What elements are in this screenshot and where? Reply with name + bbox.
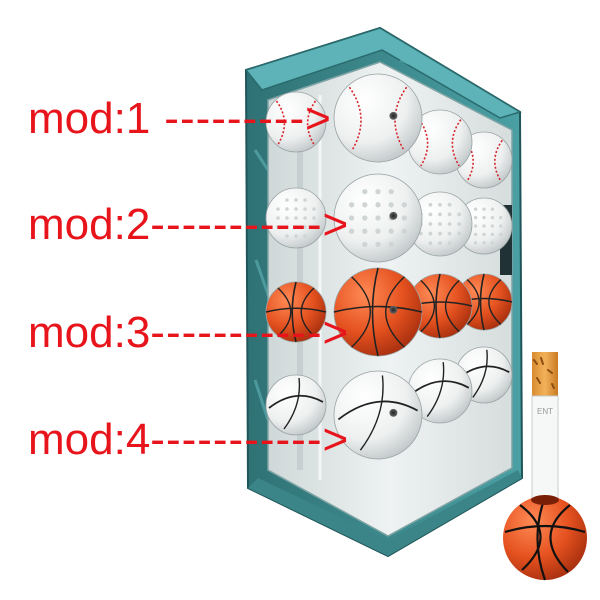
ball-grid <box>265 73 513 460</box>
cigarette-band-text: ENT <box>537 407 553 416</box>
mod-4-text: mod:4 <box>28 415 151 464</box>
cigarette-holder-example: ENT <box>503 352 587 581</box>
baseball-ball <box>333 73 423 163</box>
mod-2-arrow: -----------> <box>150 200 350 249</box>
golf-ball <box>333 173 423 263</box>
mod-3-arrow: -----------> <box>150 308 350 357</box>
basketball-ball <box>265 281 327 343</box>
football-ball <box>333 370 423 460</box>
mod-4-arrow: -----------> <box>150 415 350 464</box>
baseball-ball <box>407 109 473 175</box>
football-ball <box>265 374 327 436</box>
mod-4-label: mod:4-----------> <box>28 418 349 462</box>
baseball-ball <box>265 91 327 153</box>
mod-1-arrow: ---------> <box>164 94 332 143</box>
basketball-ball <box>407 273 473 339</box>
cigarette-filter <box>532 352 558 396</box>
golf-ball <box>265 187 327 249</box>
mod-1-label: mod:1 ---------> <box>28 97 332 141</box>
basketball-ball <box>333 267 423 357</box>
mod-1-text: mod:1 <box>28 94 151 143</box>
basketball-holder <box>503 496 587 580</box>
mod-3-text: mod:3 <box>28 308 151 357</box>
cigarette-paper <box>531 395 559 501</box>
mod-2-label: mod:2-----------> <box>28 203 349 247</box>
mod-2-text: mod:2 <box>28 200 151 249</box>
mod-3-label: mod:3-----------> <box>28 311 349 355</box>
